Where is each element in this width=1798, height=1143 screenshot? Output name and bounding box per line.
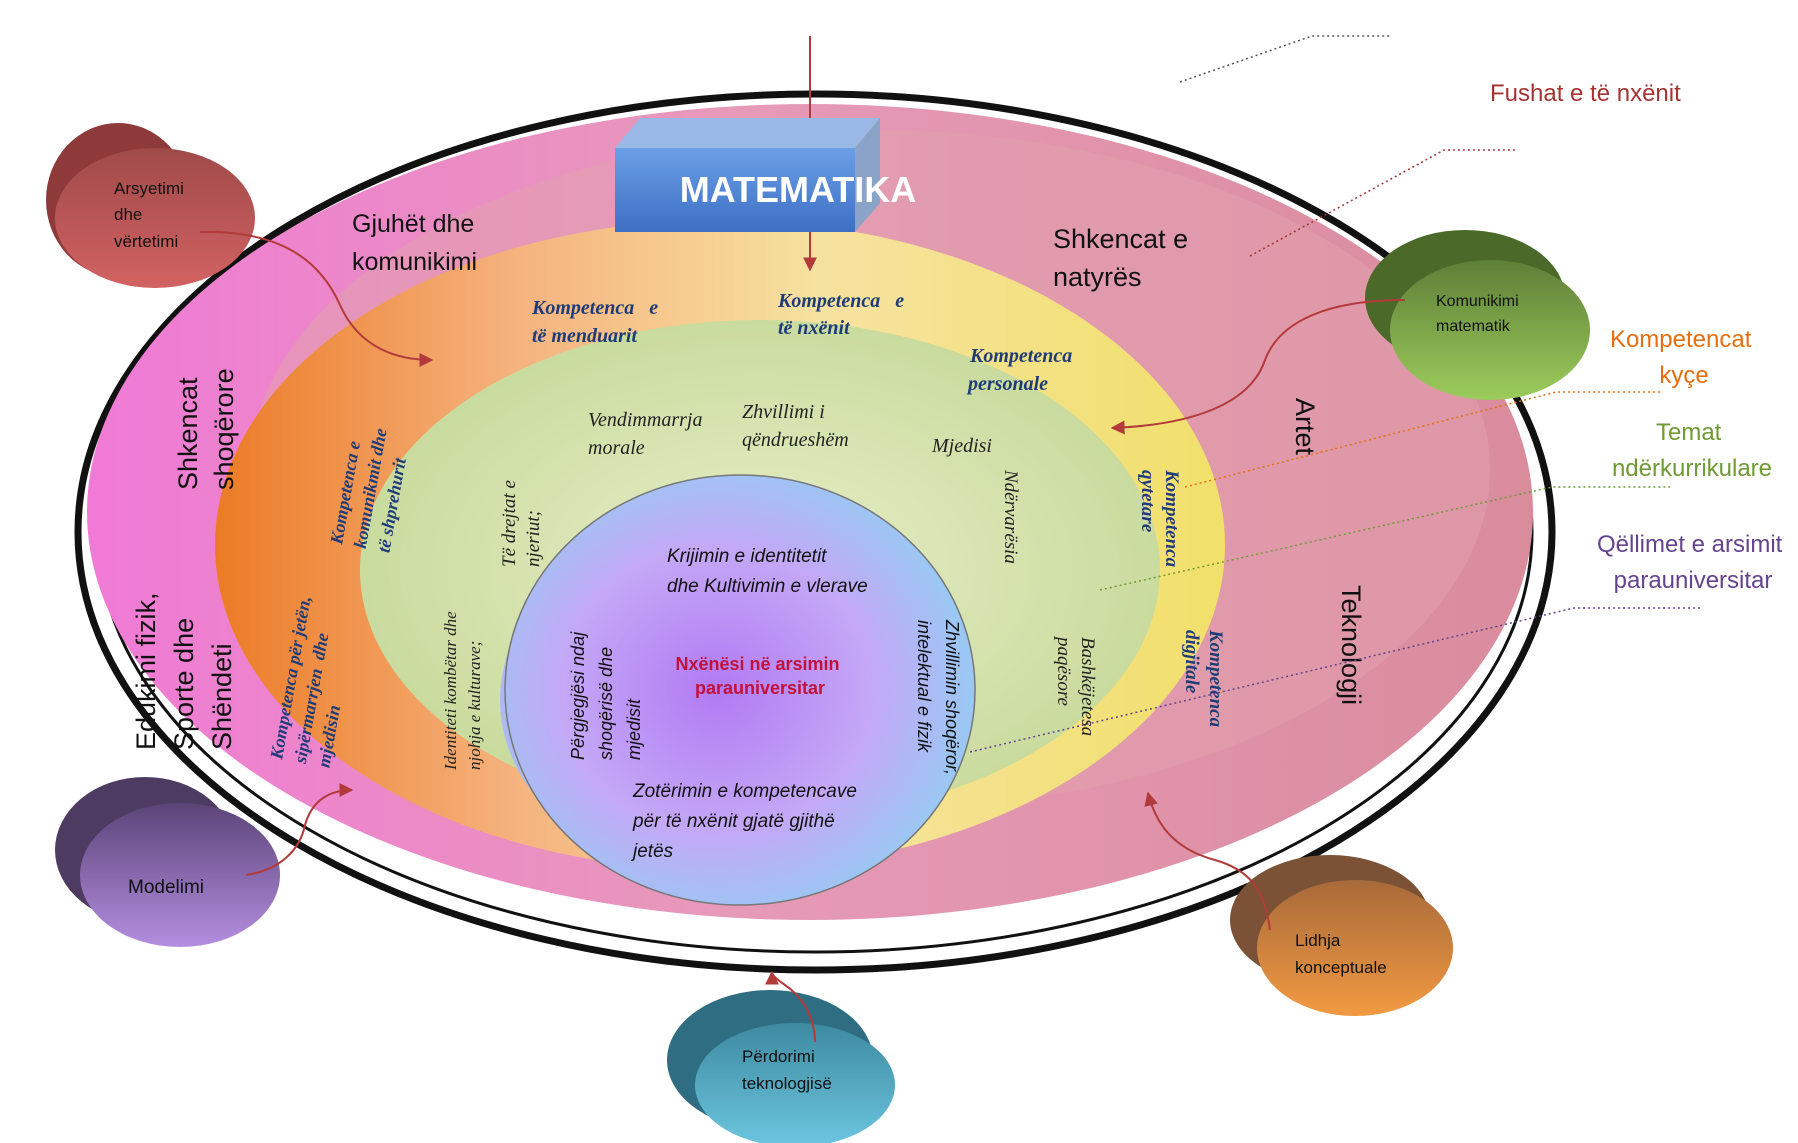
theme-bashkejetesa: Bashkëjetesa paqësore <box>1053 635 1098 741</box>
legend-temat: Temat ndërkurrikulare <box>1612 419 1772 482</box>
arrow-komunikimi <box>1110 299 1406 435</box>
center-learner: Nxënësi në arsimin parauniversitar <box>675 654 844 698</box>
goal-zhvillimin: Zhvillimin shoqëror, intelektual e fizik <box>914 619 962 780</box>
arrow-arsyetimi <box>199 230 434 367</box>
title-box <box>615 148 855 232</box>
arrow-lidhja <box>1144 791 1271 931</box>
comp-nxenit: Kompetenca e të nxënit <box>0 0 929 339</box>
field-artet: Artet <box>1290 398 1320 456</box>
theme-mjedisi: Mjedisi <box>931 435 992 457</box>
process-modelimi-label: Modelimi <box>128 877 204 898</box>
process-komunikimi-label: Komunikimi matematik <box>1436 293 1523 335</box>
arrow-perdorimi <box>765 970 816 1043</box>
process-komunikimi: Komunikimi matematik <box>1365 230 1590 400</box>
comp-digjitale: Kompetenca digjitale <box>1181 629 1226 732</box>
comp-qytetare: Kompetenca qytetare <box>1137 469 1182 572</box>
field-shkencat-natyres: Shkencat e natyrës <box>1053 224 1196 292</box>
process-arsyetimi-label: Arsyetimi dhe vërtetimi <box>114 179 189 251</box>
process-lidhja: Lidhja konceptuale <box>1230 855 1453 1016</box>
goal-kompetencave: Zotërimin e kompetencave për të nxënit g… <box>630 781 862 862</box>
theme-vendimmarrja: Vendimmarrja morale <box>588 409 707 459</box>
comp-personale: Kompetenca personale <box>966 345 1077 395</box>
legend-qellimet: Qëllimet e arsimit parauniversitar <box>1597 531 1789 594</box>
goal-identitetit: Krijimin e identitetit dhe Kultivimin e … <box>667 546 868 597</box>
theme-zhvillimi: Zhvillimi i qëndrueshëm <box>742 401 849 451</box>
legend-line-qell <box>969 607 1700 753</box>
legend-kompetencat: Kompetencat kyçe <box>1610 326 1758 389</box>
center-core <box>504 474 976 906</box>
theme-drejtat: Të drejtat e njeriut; <box>499 475 544 567</box>
theme-identiteti: Identiteti kombëtar dhe njohja e kultura… <box>441 607 484 771</box>
field-edukimi: Edukimi fizik, Sporte dhe Shëndeti <box>131 585 237 750</box>
goal-pergjegjesi: Përgjegjësi ndaj shoqërisë dhe mjedisit <box>568 627 644 760</box>
theme-ndervaresia: Ndërvarësia <box>1000 469 1021 564</box>
comp-menduarit: Kompetenca e të menduarit <box>0 0 683 347</box>
title: MATEMATIKA <box>680 169 917 210</box>
legend-line-top <box>1179 35 1392 83</box>
field-teknologji: Teknologji <box>1336 585 1366 705</box>
process-perdorimi-label: Përdorimi teknologjisë <box>742 1047 832 1093</box>
process-arsyetimi: Arsyetimi dhe vërtetimi <box>46 123 255 288</box>
arrow-modelimi <box>245 783 354 876</box>
field-gjuhet: Gjuhët dhe komunikimi <box>352 210 481 276</box>
legend-line-fushat <box>1249 149 1517 257</box>
process-lidhja-label: Lidhja konceptuale <box>1295 931 1387 977</box>
title-box-side <box>855 118 880 232</box>
process-perdorimi: Përdorimi teknologjisë <box>667 990 895 1143</box>
legend-fushat: Fushat e të nxënit <box>1490 80 1681 107</box>
process-modelimi: Modelimi <box>55 777 280 947</box>
title-box-top <box>615 118 880 148</box>
field-shkencat-shoqerore: Shkencat shoqërore <box>173 368 239 490</box>
